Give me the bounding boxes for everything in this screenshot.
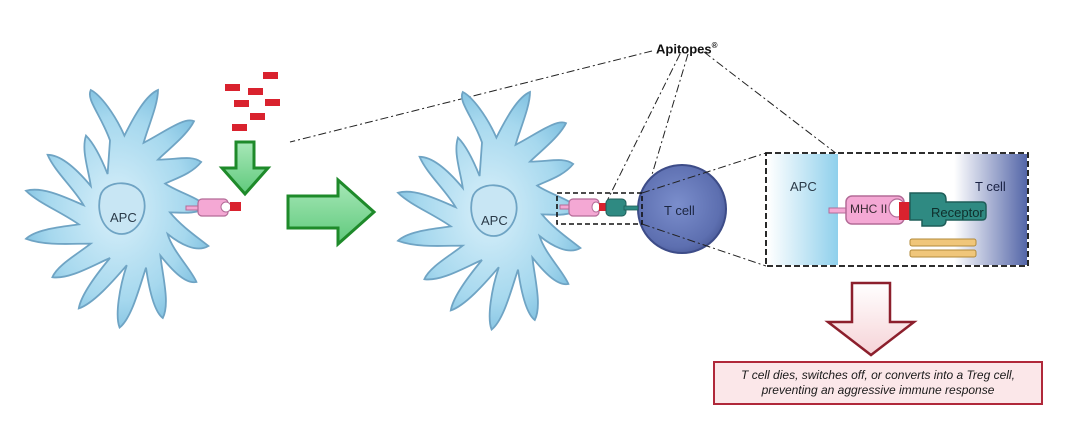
outcome-box: T cell dies, switches off, or converts i… bbox=[713, 361, 1043, 405]
peptide-bound-middle bbox=[599, 203, 611, 211]
apc-cell-left bbox=[25, 89, 210, 329]
peptide-left bbox=[230, 202, 241, 211]
connector-to-free-peptides bbox=[289, 50, 653, 143]
peptide bbox=[250, 113, 265, 120]
zoom-source-box bbox=[556, 192, 643, 225]
peptide bbox=[248, 88, 263, 95]
apc-label-left: APC bbox=[110, 210, 137, 225]
peptide bbox=[265, 99, 280, 106]
right-green-arrow bbox=[286, 176, 377, 248]
peptide bbox=[234, 100, 249, 107]
connector-to-bound-peptide bbox=[605, 53, 681, 204]
mhc-molecule-left bbox=[185, 198, 241, 217]
zoom-apc-label: APC bbox=[790, 179, 817, 194]
apc-cell-middle bbox=[397, 91, 582, 331]
peptide bbox=[225, 84, 240, 91]
apitopes-text: Apitopes bbox=[656, 41, 712, 57]
apc-nucleus-middle bbox=[470, 184, 518, 237]
zoom-apc-band bbox=[768, 154, 838, 265]
outcome-line-1: T cell dies, switches off, or converts i… bbox=[741, 368, 1015, 382]
mhc-ii-label: MHC II bbox=[850, 202, 888, 216]
outcome-down-arrow bbox=[824, 281, 918, 357]
peptide bbox=[263, 72, 278, 79]
outcome-line-2: preventing an aggressive immune response bbox=[761, 383, 995, 397]
down-green-arrow bbox=[218, 140, 272, 197]
registered-mark: ® bbox=[711, 41, 718, 50]
peptide bbox=[232, 124, 247, 131]
apitopes-label: Apitopes® bbox=[656, 41, 718, 56]
t-cell-label: T cell bbox=[664, 203, 695, 218]
tcr-middle bbox=[605, 198, 627, 217]
zoom-detail-panel bbox=[765, 152, 1029, 267]
apc-label-middle: APC bbox=[481, 213, 508, 228]
connector-to-zoom-peptide-a bbox=[647, 53, 689, 189]
zoom-t-cell-label: T cell bbox=[975, 179, 1006, 194]
apc-nucleus-left bbox=[98, 182, 146, 235]
receptor-label: Receptor bbox=[931, 205, 984, 220]
mhc-tcr-complex-middle bbox=[559, 198, 639, 217]
t-cell-receptor bbox=[909, 192, 987, 227]
co-stimulatory-molecules bbox=[909, 238, 977, 258]
zoom-lines bbox=[641, 152, 767, 267]
free-apitope-peptides bbox=[225, 72, 280, 131]
